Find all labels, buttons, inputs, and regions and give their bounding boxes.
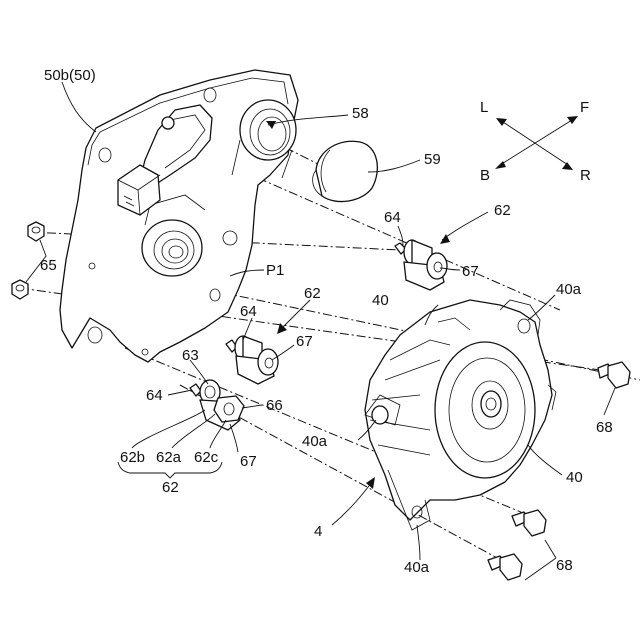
- label-dir-L: L: [480, 99, 488, 116]
- label-50b: 50b(50): [44, 67, 96, 84]
- housing-cover-50b: [60, 70, 298, 362]
- label-62b: 62b: [120, 449, 145, 466]
- label-62-middle: 62: [304, 285, 321, 302]
- label-62-lower: 62: [162, 479, 179, 496]
- label-63: 63: [182, 347, 199, 364]
- label-67-upper: 67: [462, 263, 479, 280]
- label-67-lower: 67: [240, 453, 257, 470]
- mount-62-lower: [190, 380, 244, 430]
- mount-62-middle: [226, 336, 278, 384]
- label-40a-top: 40a: [556, 281, 582, 298]
- label-65: 65: [40, 257, 57, 274]
- label-68-bottom: 68: [556, 557, 573, 574]
- label-dir-R: R: [580, 167, 591, 184]
- direction-indicator: [495, 116, 578, 170]
- label-40a-bottom: 40a: [404, 559, 430, 576]
- label-P1: P1: [266, 262, 284, 279]
- label-40a-middle: 40a: [302, 433, 328, 450]
- label-67-middle: 67: [296, 333, 313, 350]
- motor-40: [365, 300, 556, 530]
- label-40-top: 40: [372, 292, 389, 309]
- label-68-right: 68: [596, 419, 613, 436]
- label-64-lower: 64: [146, 387, 163, 404]
- label-58: 58: [352, 105, 369, 122]
- label-64-middle: 64: [240, 303, 257, 320]
- label-dir-B: B: [480, 167, 490, 184]
- label-59: 59: [424, 151, 441, 168]
- label-64-upper: 64: [384, 209, 401, 226]
- label-62-upper: 62: [494, 202, 511, 219]
- cap-59: [313, 141, 378, 201]
- label-66: 66: [266, 397, 283, 414]
- label-62a: 62a: [156, 449, 182, 466]
- mount-62-upper: [395, 240, 447, 290]
- label-40-bottom: 40: [566, 469, 583, 486]
- label-dir-F: F: [580, 99, 589, 116]
- label-4: 4: [314, 523, 322, 540]
- label-62c: 62c: [194, 449, 219, 466]
